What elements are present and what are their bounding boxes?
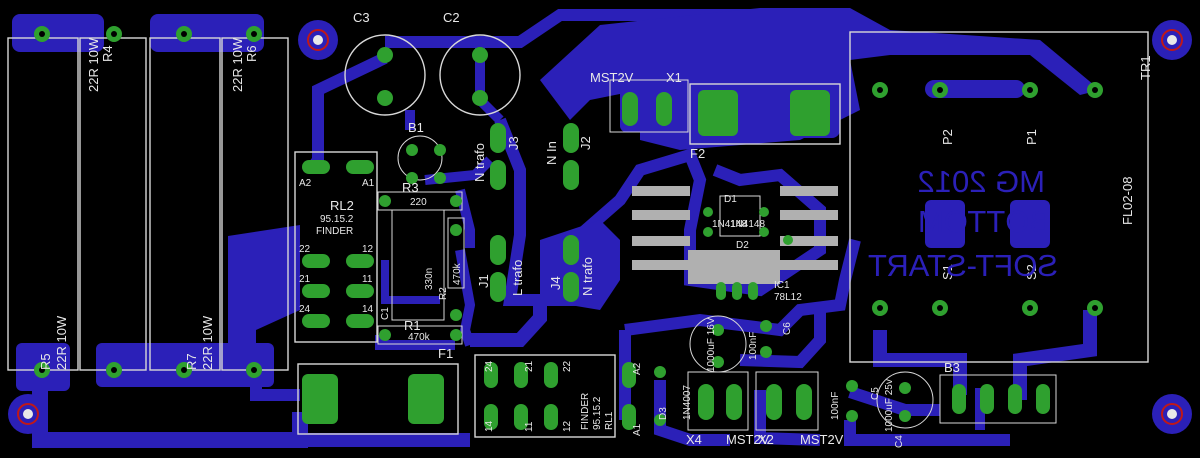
j3-label: N trafo [472, 143, 487, 182]
top-layer [632, 186, 838, 284]
c5-value: 100nF [830, 392, 841, 420]
ic1-designator: IC1 [774, 280, 790, 291]
rl2-pin-12: 12 [362, 244, 374, 255]
x2-designator: X2 [758, 432, 774, 447]
j3-designator: J3 [506, 136, 521, 150]
r6-designator: R6 [244, 45, 259, 62]
bottom-text-line1: MG 2012 [917, 164, 1045, 199]
f1-designator: F1 [438, 346, 453, 361]
c4-value: 1000uF 25v [884, 379, 895, 432]
rl2-pin-a1: A1 [362, 178, 375, 189]
tr1-pin-s1: S1 [940, 264, 955, 280]
rl1-pin-24: 24 [484, 360, 495, 372]
r5-designator: R5 [38, 353, 53, 370]
rl1-model: 95.15.2 [592, 396, 603, 430]
rl2-pin-22: 22 [299, 244, 311, 255]
c7-value: 1000uF 16V [706, 317, 717, 372]
b3-designator: B3 [944, 360, 960, 375]
r4-designator: R4 [100, 45, 115, 62]
r3-designator: R3 [402, 180, 419, 195]
rl1-designator: RL1 [604, 411, 615, 430]
rl2-pin-11: 11 [362, 274, 373, 285]
d3-part: 1N4007 [682, 385, 693, 420]
c6-value: 100nF [748, 332, 759, 360]
rl1-pin-22: 22 [562, 360, 573, 372]
rl1-pin-12: 12 [562, 420, 573, 432]
rl1-pin-21: 21 [524, 360, 535, 372]
rl2-pin-24: 24 [299, 304, 311, 315]
j1-label: L trafo [510, 260, 525, 296]
pad-drills [39, 31, 1098, 373]
c4-designator: C4 [894, 435, 905, 448]
rl1-pin-14: 14 [484, 420, 495, 432]
bottom-text-line3: SOFT-START [868, 248, 1058, 283]
j4-label: N trafo [580, 257, 595, 296]
d1-designator: D1 [724, 194, 737, 205]
tr1-pin-p1: P1 [1024, 129, 1039, 145]
pads [34, 26, 1103, 430]
c3-designator: C3 [353, 10, 370, 25]
r3-value: 220 [410, 197, 427, 208]
bottom-text-line2: BOTTOM [918, 204, 1050, 239]
rl2-designator: RL2 [330, 198, 354, 213]
j2-label: N In [544, 141, 559, 165]
ic1-part: 78L12 [774, 292, 802, 303]
x4-designator: X4 [686, 432, 702, 447]
r1-designator: R1 [404, 318, 421, 333]
x1-designator: X1 [666, 70, 682, 85]
r7-designator: R7 [184, 353, 199, 370]
tr1-pin-s2: S2 [1024, 264, 1039, 280]
tr1-part: FL02-08 [1120, 177, 1135, 225]
d1-part: 1N4148 [712, 219, 747, 230]
c6-designator: C6 [782, 322, 793, 335]
rl2-pin-21: 21 [299, 274, 311, 285]
r6-value: 22R 10W [230, 37, 245, 92]
rl1-pin-a1: A1 [632, 423, 643, 436]
x4-label: MST2V [726, 432, 770, 447]
c2-designator: C2 [443, 10, 460, 25]
r2-value: 470k [452, 262, 463, 285]
d3-designator: D3 [658, 407, 669, 420]
rl1-pin-11: 11 [524, 421, 535, 432]
rl2-pin-a2: A2 [299, 178, 312, 189]
j1-designator: J1 [476, 274, 491, 288]
c1-value: 330n [424, 268, 435, 290]
f2-designator: F2 [690, 146, 705, 161]
r7-value: 22R 10W [200, 315, 215, 370]
rl1-pin-a2: A2 [632, 362, 643, 375]
d2-part: 1N4148 [730, 219, 765, 230]
c5-designator: C5 [870, 387, 881, 400]
c1-designator: C1 [380, 307, 391, 320]
rl1-brand: FINDER [580, 393, 591, 430]
x1-label: MST2V [590, 70, 634, 85]
r5-value: 22R 10W [54, 315, 69, 370]
x2-label: MST2V [800, 432, 844, 447]
rl2-brand: FINDER [316, 226, 353, 237]
b1-designator: B1 [408, 120, 424, 135]
tr1-designator: TR1 [1138, 55, 1153, 80]
r1-value: 470k [408, 332, 431, 343]
r4-value: 22R 10W [86, 37, 101, 92]
rl2-pin-14: 14 [362, 304, 374, 315]
j2-designator: J2 [578, 136, 593, 150]
r2-designator: R2 [438, 287, 449, 300]
rl2-model: 95.15.2 [320, 214, 354, 225]
j4-designator: J4 [548, 276, 563, 290]
bottom-copper-text: MG 2012 BOTTOM SOFT-START [868, 164, 1058, 283]
d2-designator: D2 [736, 240, 749, 251]
tr1-pin-p2: P2 [940, 129, 955, 145]
